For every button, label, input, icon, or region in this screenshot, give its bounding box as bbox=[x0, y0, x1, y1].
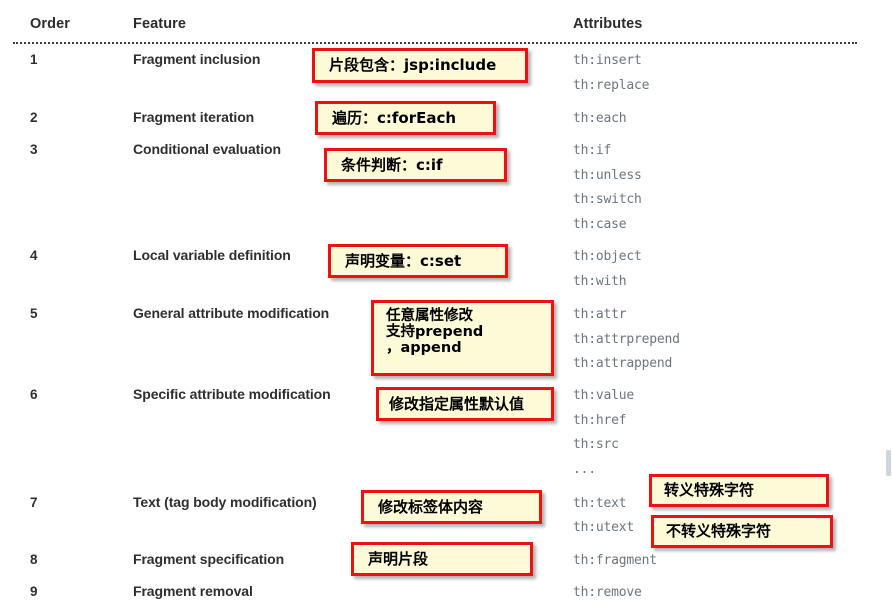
table-row-attribute-ellipsis: ... bbox=[573, 462, 596, 477]
column-header-order: Order bbox=[30, 16, 70, 32]
table-row-order: 9 bbox=[30, 584, 38, 599]
table-row-attribute: th:attrprepend bbox=[573, 332, 680, 347]
table-row-feature: Specific attribute modification bbox=[133, 386, 331, 402]
table-row-attribute: th:value bbox=[573, 388, 635, 403]
table-row-order: 4 bbox=[30, 248, 38, 263]
annotation-line: ，append bbox=[386, 340, 462, 357]
table-row-feature: Text (tag body modification) bbox=[133, 494, 317, 510]
table-row-attribute: th:src bbox=[573, 437, 619, 452]
table-row-order: 8 bbox=[30, 552, 38, 567]
table-row-attribute: th:attrappend bbox=[573, 356, 673, 371]
header-divider bbox=[13, 42, 857, 44]
annotation-fragment-specification: 声明片段 bbox=[351, 542, 533, 576]
annotation-general-attribute: 任意属性修改 支持prepend ，append bbox=[371, 300, 554, 376]
table-row-attribute: th:switch bbox=[573, 192, 642, 207]
table-row-feature: General attribute modification bbox=[133, 305, 330, 321]
annotation-specific-attribute: 修改指定属性默认值 bbox=[376, 387, 554, 421]
annotation-no-escape-chars: 不转义特殊字符 bbox=[651, 515, 833, 548]
table-row-attribute: th:replace bbox=[573, 78, 650, 93]
table-row-attribute: th:unless bbox=[573, 168, 642, 183]
vertical-scrollbar-thumb[interactable] bbox=[886, 450, 891, 476]
table-row-attribute: th:remove bbox=[573, 585, 642, 600]
annotation-line: 任意属性修改 bbox=[386, 308, 473, 324]
annotation-conditional-evaluation: 条件判断：c:if bbox=[324, 148, 507, 182]
column-header-attributes: Attributes bbox=[573, 16, 643, 32]
annotation-local-variable: 声明变量：c:set bbox=[328, 244, 508, 278]
column-header-feature: Feature bbox=[133, 16, 187, 32]
table-row-feature: Fragment specification bbox=[133, 551, 285, 567]
table-row-feature: Fragment removal bbox=[133, 583, 253, 599]
annotation-fragment-inclusion: 片段包含：jsp:include bbox=[312, 48, 528, 83]
table-row-attribute: th:object bbox=[573, 249, 642, 264]
annotation-text-body: 修改标签体内容 bbox=[361, 490, 542, 524]
table-row-attribute: th:with bbox=[573, 274, 627, 289]
annotation-fragment-iteration: 遍历：c:forEach bbox=[315, 101, 496, 135]
table-row-attribute: th:case bbox=[573, 217, 627, 232]
table-row-feature: Fragment inclusion bbox=[133, 51, 261, 67]
table-row-attribute: th:if bbox=[573, 143, 612, 158]
table-row-attribute: th:href bbox=[573, 413, 627, 428]
table-row-order: 5 bbox=[30, 306, 38, 321]
table-row-order: 1 bbox=[30, 52, 38, 67]
table-row-attribute: th:attr bbox=[573, 307, 627, 322]
table-row-order: 3 bbox=[30, 142, 38, 157]
annotation-line: 支持prepend bbox=[386, 324, 484, 341]
table-row-attribute: th:utext bbox=[573, 520, 635, 535]
table-row-attribute: th:each bbox=[573, 111, 627, 126]
table-row-order: 7 bbox=[30, 495, 38, 510]
table-row-order: 2 bbox=[30, 110, 38, 125]
table-row-feature: Conditional evaluation bbox=[133, 141, 281, 157]
table-row-feature: Local variable definition bbox=[133, 247, 291, 263]
table-row-order: 6 bbox=[30, 387, 38, 402]
table-row-attribute: th:insert bbox=[573, 53, 642, 68]
table-row-attribute: th:text bbox=[573, 496, 627, 511]
table-row-feature: Fragment iteration bbox=[133, 109, 255, 125]
annotation-escape-chars: 转义特殊字符 bbox=[649, 474, 829, 507]
table-row-attribute: th:fragment bbox=[573, 553, 657, 568]
